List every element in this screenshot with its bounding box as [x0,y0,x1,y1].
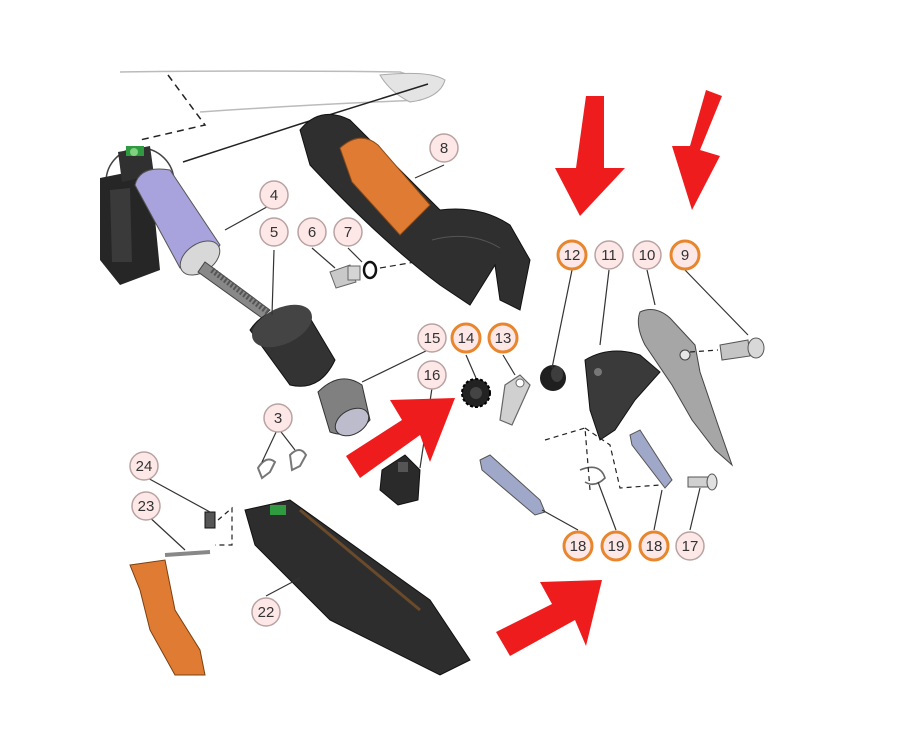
callout-8: 8 [429,133,459,163]
callout-24: 24 [129,451,159,481]
svg-text:9: 9 [681,247,689,264]
svg-text:16: 16 [424,367,441,384]
link-plate-part-13 [499,374,531,426]
callout-9-highlighted: 9 [669,239,701,271]
switch-module-part [379,454,421,506]
trigger-lever-part-23 [129,550,211,676]
callout-16: 16 [417,360,447,390]
coupler-part [249,304,336,387]
svg-text:13: 13 [495,330,512,347]
svg-text:17: 17 [682,538,699,555]
callout-7: 7 [333,217,363,247]
callouts: 3 4 5 6 7 8 9 10 11 12 13 14 15 16 17 18… [129,133,705,627]
arrow-part-14 [346,398,455,478]
arrow-part-12 [555,96,625,216]
callout-11: 11 [594,240,624,270]
svg-text:7: 7 [344,224,352,241]
pin-part-17 [687,473,718,491]
callout-19-highlighted: 19 [600,530,632,562]
callout-3: 3 [263,403,293,433]
svg-text:18: 18 [570,538,587,555]
pivot-pin-part-9 [689,337,765,361]
svg-text:22: 22 [258,604,275,621]
svg-text:10: 10 [639,247,656,264]
clip-parts-3 [256,449,308,480]
svg-text:5: 5 [270,224,278,241]
svg-text:8: 8 [440,140,448,157]
callout-17: 17 [675,531,705,561]
callout-22: 22 [251,597,281,627]
callout-14-highlighted: 14 [450,322,482,354]
screw-part-6 [329,264,361,289]
svg-text:11: 11 [601,247,617,264]
gear-part-14 [461,378,491,408]
svg-text:14: 14 [458,330,475,347]
blade-part-11 [584,350,661,441]
motor-part [134,168,271,319]
callout-18-right-highlighted: 18 [638,530,670,562]
callout-5: 5 [259,217,289,247]
spring-part-19 [579,466,606,486]
arrow-parts-18-19 [496,580,602,656]
svg-text:19: 19 [608,538,625,555]
link-arm-part-18-left [479,454,546,516]
svg-text:6: 6 [308,224,316,241]
assembly-dashed-guides [544,427,661,491]
svg-text:23: 23 [138,498,155,515]
link-arm-part-18-right [629,429,673,489]
bushing-part-12 [540,365,566,391]
callout-4: 4 [259,180,289,210]
callout-12-highlighted: 12 [556,239,588,271]
callout-15: 15 [417,323,447,353]
callout-18-left-highlighted: 18 [562,530,594,562]
arrow-part-9 [672,90,722,210]
screw-part-24 [204,506,233,546]
callout-13-highlighted: 13 [487,322,519,354]
callout-23: 23 [131,491,161,521]
hook-blade-part-10 [637,309,734,467]
svg-text:3: 3 [274,410,282,427]
svg-text:12: 12 [564,247,581,264]
red-arrows [346,90,722,656]
nut-part [317,378,371,437]
svg-text:4: 4 [270,187,278,204]
callout-6: 6 [297,217,327,247]
svg-text:18: 18 [646,538,663,555]
handle-cover-part [299,113,531,311]
svg-text:24: 24 [136,458,153,475]
svg-text:15: 15 [424,330,441,347]
leader-lines [143,164,749,597]
callout-10: 10 [632,240,662,270]
lower-handle-part-22 [244,499,471,676]
